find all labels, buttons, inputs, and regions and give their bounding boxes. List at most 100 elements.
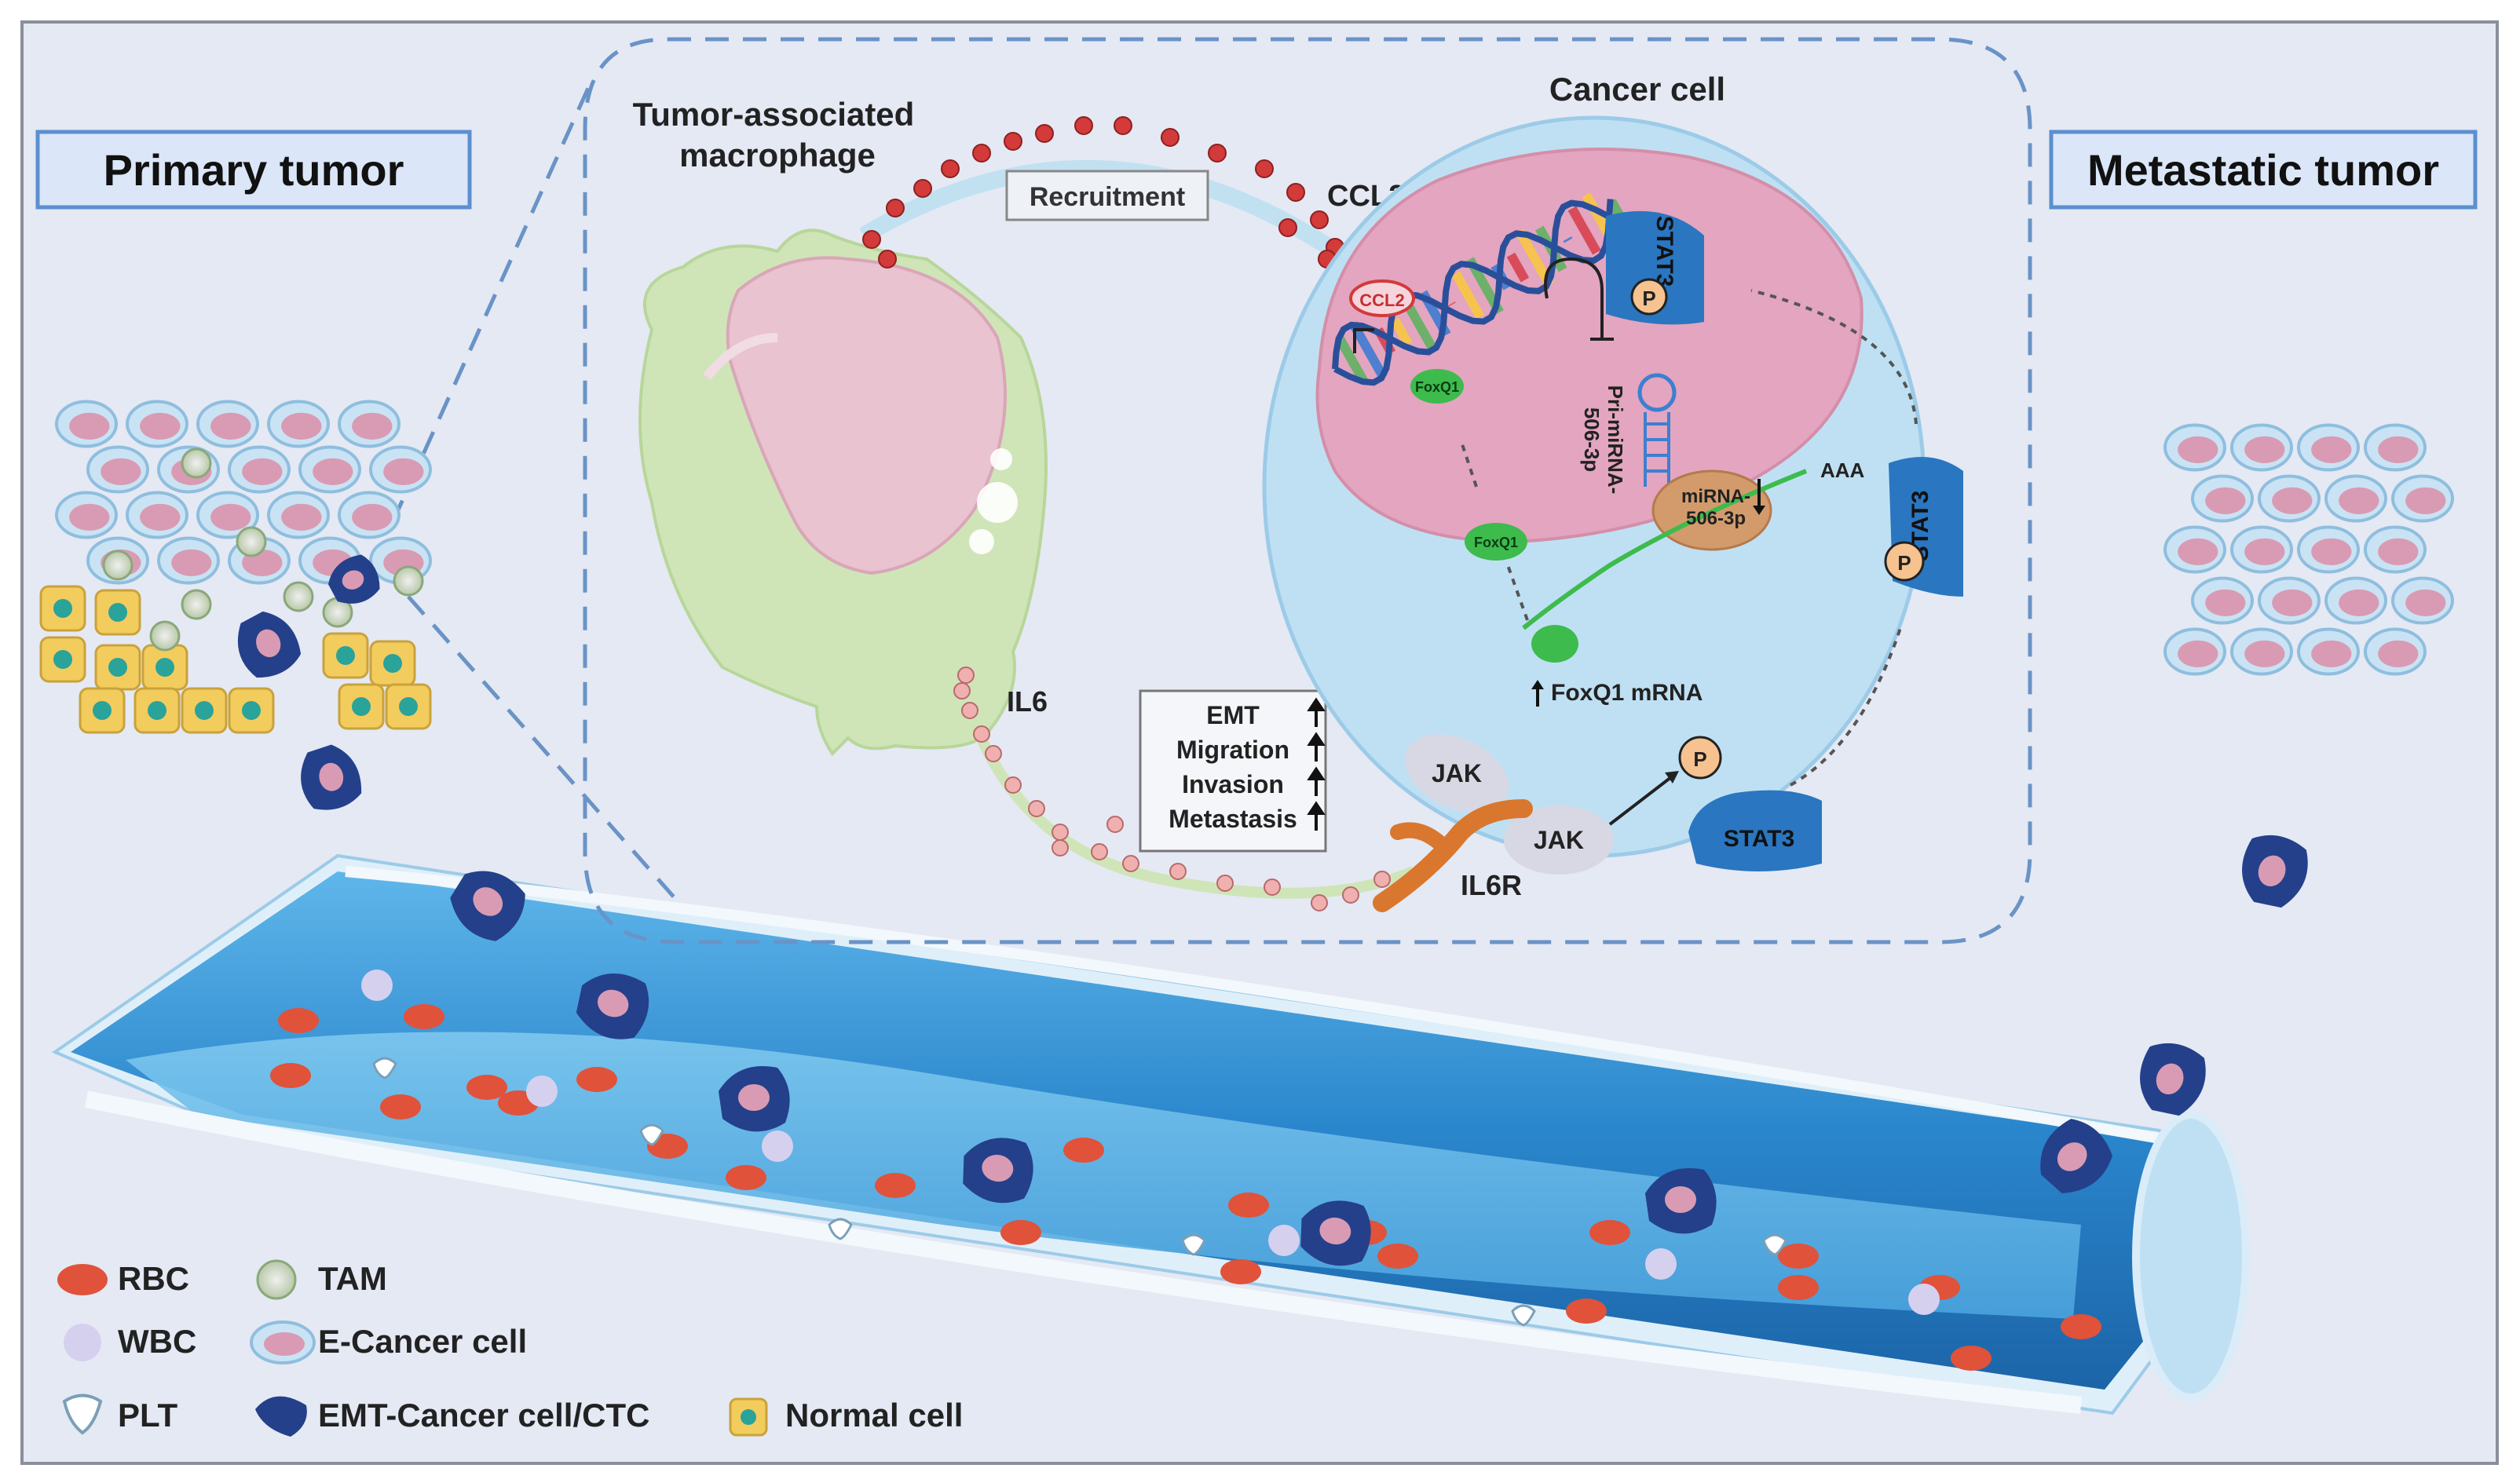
- p-label-membrane: P: [1693, 747, 1706, 771]
- ccl2-dot: [1278, 218, 1297, 237]
- recruitment-arc: [859, 159, 1340, 259]
- ccl2-dot: [972, 144, 991, 163]
- e-cancer-cell: [2364, 627, 2427, 676]
- inhibition-line: [1544, 257, 1604, 338]
- dna-base-pair: [1515, 228, 1554, 287]
- plt-cell: [1511, 1304, 1536, 1327]
- normal-cell: [181, 687, 228, 734]
- effect-invasion: Invasion: [1182, 770, 1284, 798]
- e-cancer-cell: [2324, 576, 2387, 625]
- emt-cancer-cell: [2140, 1043, 2206, 1116]
- legend-emt-label: EMT-Cancer cell/CTC: [318, 1397, 649, 1434]
- foxq1-cytoplasm: FoxQ1: [1465, 523, 1527, 561]
- rbc-cell: [404, 1004, 444, 1029]
- recruitment-box: Recruitment: [1005, 170, 1209, 221]
- legend-plt-icon: [62, 1394, 103, 1435]
- jak-lower-label: JAK: [1534, 826, 1584, 854]
- ccl2-dot: [878, 250, 897, 268]
- effect-metastasis: Metastasis: [1169, 805, 1297, 833]
- tam-cell: [283, 581, 314, 612]
- jak-upper: JAK: [1404, 734, 1509, 813]
- e-cancer-cell: [267, 400, 330, 448]
- rbc-cell: [1566, 1299, 1607, 1324]
- phospho-arrow: [1608, 776, 1673, 826]
- rbc-cell: [1778, 1275, 1819, 1300]
- e-cancer-cell: [2258, 474, 2321, 523]
- metastatic-tumor-title: Metastatic tumor: [2049, 130, 2478, 210]
- plt-cell: [372, 1057, 397, 1079]
- il6-dot: [1052, 839, 1069, 857]
- rbc-cell: [1778, 1244, 1819, 1269]
- mirna-complex: miRNA- 506-3p AAA: [1522, 458, 1865, 630]
- ccl2-dot: [1161, 128, 1180, 147]
- legend-rbc-label: RBC: [118, 1260, 189, 1297]
- emt-cells: [450, 835, 2308, 1193]
- ccl2-dot: [1074, 116, 1093, 135]
- wbc-cell: [1268, 1225, 1300, 1256]
- effect-migration: Migration: [1176, 736, 1289, 764]
- legend-plt-label: PLT: [118, 1397, 178, 1434]
- foxq1-cytoplasm-label: FoxQ1: [1474, 535, 1518, 550]
- il6-dot: [985, 745, 1002, 762]
- dna-base-pair: [1567, 206, 1601, 255]
- foxq1-nuclear-label: FoxQ1: [1415, 379, 1459, 395]
- e-cancer-cell: [86, 445, 149, 494]
- il6-dot: [961, 702, 978, 719]
- e-cancer-cell: [2364, 525, 2427, 574]
- normal-cell: [141, 644, 188, 691]
- normal-cell: [228, 687, 275, 734]
- e-cancer-cell: [196, 400, 259, 448]
- emt-cancer-cell: [450, 871, 525, 941]
- normal-cell: [79, 687, 126, 734]
- emt-cancer-cell: [719, 1066, 790, 1132]
- dna-base-pair: [1335, 336, 1368, 384]
- e-cancer-cell: [369, 445, 432, 494]
- normal-cell: [94, 644, 141, 691]
- il6-dot: [1169, 863, 1187, 880]
- e-cancer-cell: [2391, 576, 2454, 625]
- legend-wbc-icon: [64, 1324, 101, 1361]
- ccl2-dot: [1004, 132, 1022, 151]
- emt-cancer-cell: [576, 973, 649, 1039]
- e-cancer-cell: [55, 491, 118, 539]
- ccl2-gene-tag: CCL2: [1349, 279, 1415, 353]
- rbc-cell: [1951, 1346, 1991, 1371]
- legend-ecancer-label: E-Cancer cell: [318, 1323, 527, 1360]
- normal-cell: [39, 585, 86, 632]
- rbc-cell: [576, 1067, 617, 1092]
- il6-dot: [1004, 776, 1022, 794]
- rbc-cell: [1377, 1244, 1418, 1269]
- pri-mirna-hairpin: Pri-miRNA- 506-3p: [1580, 373, 1677, 494]
- primary-tumor-title: Primary tumor: [35, 130, 472, 210]
- il6-dot: [1311, 894, 1328, 911]
- wbc-cell: [361, 970, 393, 1001]
- stat3-membrane: STAT3 P: [1678, 736, 1822, 871]
- cancer-cell: [1262, 115, 1926, 858]
- ccl2-dot: [1035, 124, 1054, 143]
- ccl2-dot: [1114, 116, 1132, 135]
- rbc-cell: [1228, 1193, 1269, 1218]
- pri-mirna-label-2: 506-3p: [1580, 407, 1604, 472]
- normal-cell: [385, 683, 432, 730]
- primary-tumor-cluster: [39, 400, 432, 810]
- emt-cancer-cell: [237, 611, 302, 678]
- normal-cell: [94, 589, 141, 636]
- ccl2-dot: [1286, 183, 1305, 202]
- emt-cancer-cell: [2040, 1119, 2112, 1193]
- p-label-cytoplasm: P: [1897, 551, 1911, 575]
- rbc-cell: [1000, 1220, 1041, 1245]
- transcription-start-arrow: [1353, 328, 1374, 353]
- inset-box: [583, 37, 2032, 944]
- aaa-label: AAA: [1820, 458, 1865, 482]
- emt-cancer-cell: [1300, 1200, 1371, 1266]
- mirna-label-2: 506-3p: [1686, 508, 1746, 529]
- dna-base-pair: [1451, 271, 1485, 320]
- foxq1-nuclear: FoxQ1: [1410, 369, 1464, 404]
- emt-cancer-cell: [2242, 835, 2308, 908]
- emt-cancer-cell: [328, 554, 380, 604]
- e-cancer-cell: [55, 400, 118, 448]
- rbc-cell: [380, 1094, 421, 1120]
- plt-cell: [1181, 1233, 1206, 1256]
- cancer-cell-title: Cancer cell: [1549, 71, 1725, 108]
